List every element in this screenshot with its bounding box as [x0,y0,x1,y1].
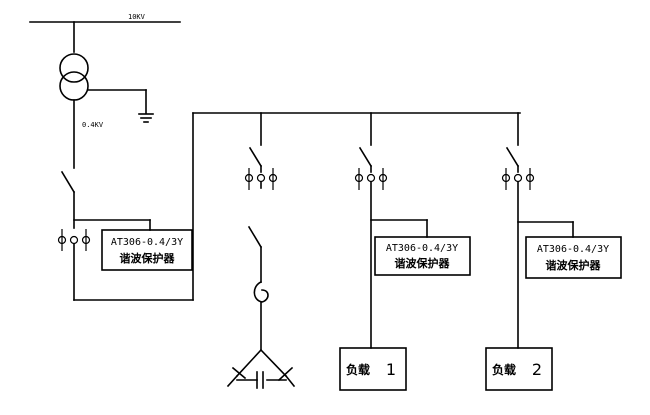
filter-box-2-name: 谐波保护器 [395,256,451,270]
ground-icon [138,113,154,123]
capacitor-delta-icon [226,348,296,389]
main-feeder [57,99,194,301]
load-box-2: 负载 2 [485,347,553,391]
capacitor-branch [244,112,278,351]
filter-box-1-model: AT306-0.4/3Y [111,237,183,248]
filter-box-3: AT306-0.4/3Y 谐波保护器 [525,236,622,279]
hv-voltage-label: 10KV [128,13,146,21]
load-2-label: 负载 [492,362,516,377]
filter-box-2-model: AT306-0.4/3Y [386,243,458,254]
filter-box-2: AT306-0.4/3Y 谐波保护器 [374,236,471,276]
load-1-number: 1 [386,360,396,379]
load-1-label: 负载 [346,362,370,377]
filter-box-3-name: 谐波保护器 [546,258,602,272]
lv-voltage-label: 0.4KV [82,121,104,129]
load-box-1: 负载 1 [339,347,407,391]
transformer-symbol [59,21,147,114]
filter-box-1: AT306-0.4/3Y 谐波保护器 [101,229,193,271]
filter-box-1-name: 谐波保护器 [120,251,176,265]
load1-branch [354,112,428,349]
load-2-number: 2 [532,360,542,379]
load2-branch [501,112,574,349]
filter-box-3-model: AT306-0.4/3Y [537,244,609,255]
